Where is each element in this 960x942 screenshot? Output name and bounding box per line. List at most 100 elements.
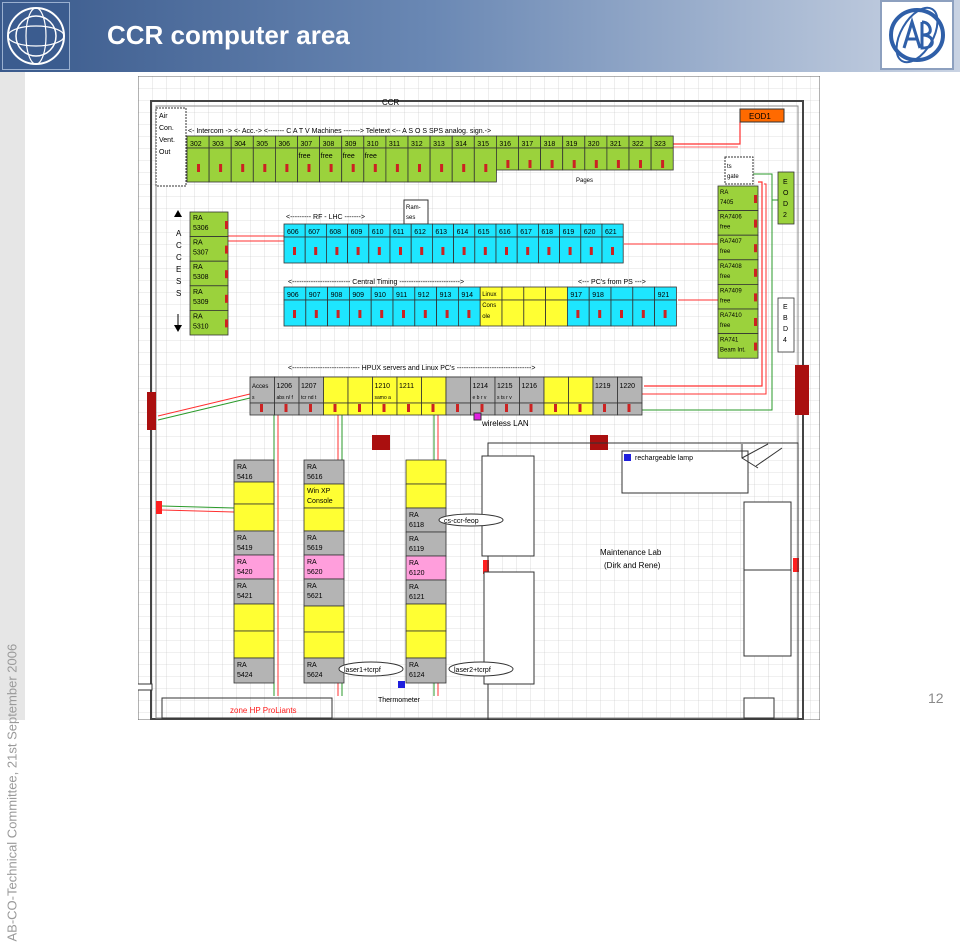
ra-right-name: RA7406 [720, 215, 742, 221]
column-rack [233, 603, 275, 632]
timing-rack-label: 913 [440, 292, 452, 299]
ebd4-letter: E [783, 304, 788, 311]
column-rack [233, 554, 275, 580]
linux-console-label: ole [482, 314, 491, 320]
ra-right-rack [717, 283, 759, 310]
pages-label: Pages [576, 178, 593, 184]
hpux-rack-label: 1220 [620, 383, 636, 390]
connector-port [620, 310, 623, 318]
ra-right-number: free [720, 298, 731, 304]
rf-rack-label: 612 [414, 229, 426, 236]
eod1-box [739, 108, 785, 123]
free-label: free [343, 153, 355, 160]
thermometer-label: Thermometer [378, 697, 421, 704]
connector-port [754, 219, 757, 228]
connector-port [754, 293, 757, 302]
lamp-marker [624, 454, 631, 461]
timing-rack-label: 912 [418, 292, 430, 299]
column-rack [303, 578, 345, 607]
red-marker-mid [483, 560, 489, 574]
cs-ccr-label: cs-ccr-feop [444, 518, 479, 525]
access-letter: E [176, 265, 181, 274]
connector-port [754, 318, 757, 326]
access-letter: C [176, 241, 182, 250]
timing-rack-header [523, 286, 546, 301]
column-rack [303, 631, 345, 659]
timing-rack-label: 910 [374, 292, 386, 299]
eod2-letter: O [783, 190, 789, 197]
ra-right-name: RA [720, 190, 728, 196]
rf-rack-label: 618 [541, 229, 553, 236]
hpux-rack-label: 1216 [522, 383, 538, 390]
ra-left-rack [189, 309, 229, 336]
maintenance-label: Maintenance Lab [600, 548, 662, 557]
connector-port [483, 247, 487, 255]
free-label: free [321, 153, 333, 160]
side-footer-text: AB-CO-Technical Committee, 21st Septembe… [4, 643, 20, 942]
hpux-rack-top [543, 376, 569, 404]
ra-left-number: 5309 [193, 299, 209, 306]
connector-port [568, 247, 572, 255]
column-rack-number: 6119 [409, 546, 424, 553]
free-label: free [365, 153, 377, 160]
ra-left-name: RA [193, 264, 203, 271]
ebd4-rect [777, 297, 795, 353]
hpux-rack-top [617, 376, 643, 404]
column-rack [303, 657, 345, 684]
top-rack-label: 306 [278, 141, 290, 148]
column-rack-number: 6124 [409, 672, 425, 679]
laser2-label: laser2+tcrpf [454, 667, 491, 674]
ra-right-number: free [720, 323, 731, 329]
column-rack-name: RA [307, 559, 317, 566]
column-rack-name: RA [409, 512, 419, 519]
connector-port [589, 247, 593, 255]
rf-rack-label: 608 [329, 229, 341, 236]
column-rack-number: 5624 [307, 672, 323, 679]
connector-port [351, 164, 355, 172]
hpux-rack-sublabel: abs n/ f [277, 395, 294, 401]
access-letter: A [176, 229, 182, 238]
linux-console-label: Linux [482, 292, 496, 298]
room-label: CCR [382, 98, 400, 107]
hpux-rack-top [445, 376, 471, 404]
ra-right-number: free [720, 274, 731, 280]
timing-rack-body [501, 299, 525, 327]
connector-port [241, 164, 245, 172]
connector-port [293, 310, 296, 318]
connector-port [639, 160, 642, 168]
top-rack-label: 323 [654, 141, 666, 148]
arrow-up-icon [174, 210, 182, 217]
linux-console-label: Cons [482, 303, 496, 309]
hpux-rack-top [347, 376, 373, 404]
ra-right-rack [717, 308, 759, 335]
sidebar: AB-CO-Technical Committee, 21st Septembe… [0, 72, 25, 942]
timing-rack-header [501, 286, 525, 301]
hpux-rack-sublabel: tcr nd t [301, 395, 317, 401]
connector-port [445, 310, 449, 318]
rf-rack-label: 611 [393, 229, 404, 236]
column-rack-number: 6121 [409, 594, 425, 601]
rf-heading: <--------- RF - LHC -------> [286, 214, 365, 221]
connector-port [263, 164, 267, 172]
rf-rack-label: 617 [520, 229, 532, 236]
timing-rack-header [545, 286, 568, 301]
column-rack-name: RA [237, 583, 247, 590]
connector-port [335, 247, 339, 255]
ra-left-name: RA [193, 215, 203, 222]
top-rack-label: 313 [433, 141, 445, 148]
hpux-rack-label: 1211 [399, 383, 414, 390]
connector-port [754, 195, 757, 203]
connector-port [293, 247, 296, 255]
column-rack-number: 5421 [237, 593, 253, 600]
connector-port [225, 270, 228, 279]
ts-gate-label-2: gate [727, 174, 739, 180]
connector-port [550, 160, 554, 168]
ab-logo-icon [889, 6, 945, 64]
cern-logo [2, 2, 70, 70]
column-rack [233, 503, 275, 532]
ra-right-number: 7405 [720, 200, 734, 206]
